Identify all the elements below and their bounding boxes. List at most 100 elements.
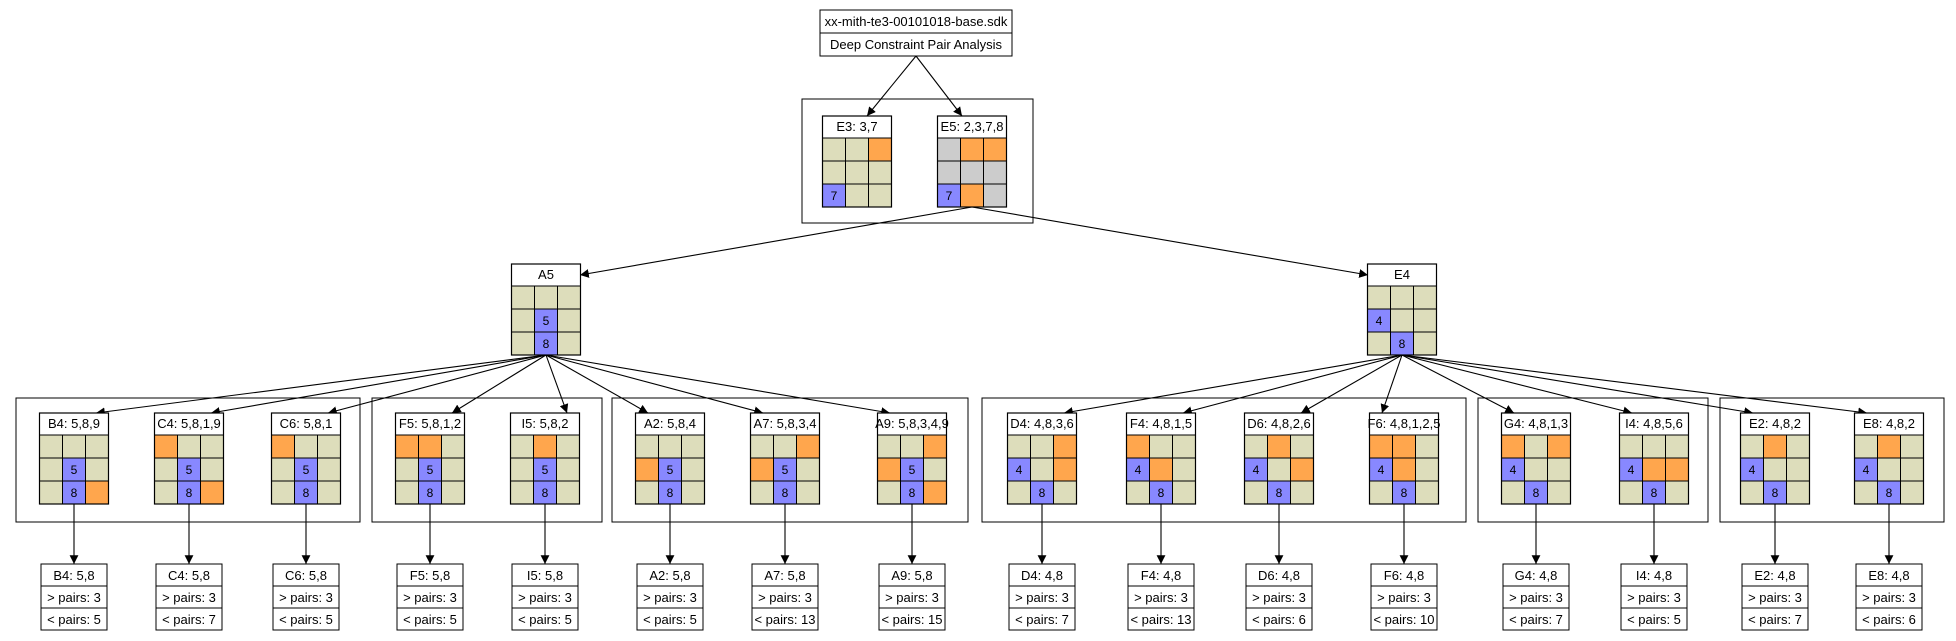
grid-cell	[200, 480, 224, 505]
cluster-e-top	[801, 98, 1034, 224]
leaf-node: A2: 5,8,458	[634, 412, 706, 505]
grid-cell	[1900, 457, 1924, 482]
grid-cell-number: 4	[1628, 463, 1635, 477]
node-frame	[1125, 412, 1197, 505]
node-label: A2: 5,8,4	[644, 416, 696, 431]
cluster-f5-i5	[371, 397, 603, 523]
edge-arrow	[1063, 354, 1403, 416]
grid-cell	[900, 434, 924, 459]
node-frame	[270, 412, 342, 505]
result-greater-pairs: > pairs: 3	[1134, 590, 1188, 605]
grid-cell	[1854, 480, 1878, 505]
grid-cell	[1367, 285, 1391, 310]
node-frame	[1739, 412, 1811, 505]
result-box	[751, 563, 819, 631]
file-label: xx-mith-te3-00101018-base.sdk	[825, 14, 1008, 29]
node-frame	[1368, 412, 1440, 505]
grid-cell	[923, 457, 947, 482]
node-frame	[510, 263, 582, 356]
node-label: F4: 4,8,1,5	[1130, 416, 1192, 431]
result-lesser-pairs: < pairs: 7	[162, 612, 216, 627]
grid-cell	[154, 457, 178, 482]
edge-arrow	[579, 206, 973, 278]
grid-cell	[796, 457, 820, 482]
grid-cell-number: 8	[542, 486, 549, 500]
result-node: B4: 5,8> pairs: 3< pairs: 5	[40, 563, 108, 631]
result-lesser-pairs: < pairs: 10	[1373, 612, 1434, 627]
cluster-e2-e8	[1719, 397, 1945, 523]
grid-cell-number: 5	[427, 463, 434, 477]
grid-cell-number: 7	[831, 189, 838, 203]
grid-cell	[1053, 480, 1077, 505]
grid-cell-number: 8	[1533, 486, 1540, 500]
result-title: F4: 4,8	[1141, 568, 1181, 583]
edge-arrow	[971, 206, 1369, 278]
result-title: E2: 4,8	[1754, 568, 1795, 583]
result-lesser-pairs: < pairs: 5	[279, 612, 333, 627]
clusters	[15, 98, 1945, 523]
grid-cell-number: 8	[186, 486, 193, 500]
edge-arrow	[545, 354, 569, 414]
grid-cell	[271, 457, 295, 482]
result-node: F6: 4,8> pairs: 3< pairs: 10	[1370, 563, 1438, 631]
grid-cell	[1007, 434, 1031, 459]
edges	[69, 55, 1894, 564]
grid-cell	[681, 480, 705, 505]
result-node: I5: 5,8> pairs: 3< pairs: 5	[511, 563, 579, 631]
result-box	[1741, 563, 1809, 631]
grid-cell	[85, 457, 109, 482]
leaf-node: C6: 5,8,158	[270, 412, 342, 505]
node-frame	[749, 412, 821, 505]
grid-cell	[1524, 434, 1548, 459]
result-node: E8: 4,8> pairs: 3< pairs: 6	[1855, 563, 1923, 631]
node-frame	[38, 412, 110, 505]
grid-cell	[960, 137, 984, 162]
edge-arrow	[327, 354, 547, 415]
node-frame	[509, 412, 581, 505]
grid-cell	[395, 457, 419, 482]
grid-cell	[983, 183, 1007, 208]
node-label: E3: 3,7	[836, 119, 877, 134]
top-node: E3: 3,7 7	[821, 115, 893, 208]
cluster-d4-f4-d6-f6	[981, 397, 1467, 523]
result-greater-pairs: > pairs: 3	[1509, 590, 1563, 605]
result-greater-pairs: > pairs: 3	[162, 590, 216, 605]
result-lesser-pairs: < pairs: 5	[47, 612, 101, 627]
grid-cell-number: 8	[427, 486, 434, 500]
grid-cell	[1642, 434, 1666, 459]
result-greater-pairs: > pairs: 3	[1748, 590, 1802, 605]
header-node: xx-mith-te3-00101018-base.sdk Deep Const…	[819, 9, 1013, 57]
grid-cell	[1392, 457, 1416, 482]
node-label: A7: 5,8,3,4	[754, 416, 817, 431]
node-label: B4: 5,8,9	[48, 416, 100, 431]
edge-arrow	[95, 354, 547, 417]
node-frame	[634, 412, 706, 505]
edge-arrow	[915, 55, 963, 117]
grid-cell	[1501, 480, 1525, 505]
result-box	[1620, 563, 1688, 631]
node-label: D6: 4,8,2,6	[1247, 416, 1311, 431]
grid-cell	[1900, 434, 1924, 459]
grid-cell	[845, 183, 869, 208]
node-label: I4: 4,8,5,6	[1625, 416, 1683, 431]
grid-cell	[635, 480, 659, 505]
result-box	[1245, 563, 1313, 631]
grid-cell	[1172, 457, 1196, 482]
node-frame	[936, 115, 1008, 208]
leaf-node: G4: 4,8,1,348	[1500, 412, 1572, 505]
grid-cell	[1763, 457, 1787, 482]
grid-cell	[1172, 480, 1196, 505]
result-greater-pairs: > pairs: 3	[1252, 590, 1306, 605]
grid-cell	[822, 160, 846, 185]
node-label: E8: 4,8,2	[1863, 416, 1915, 431]
grid-cell	[1007, 480, 1031, 505]
grid-cell	[1149, 457, 1173, 482]
leaf-node: C4: 5,8,1,958	[153, 412, 225, 505]
grid-cell	[1501, 434, 1525, 459]
node-label: G4: 4,8,1,3	[1504, 416, 1568, 431]
grid-cell	[1415, 480, 1439, 505]
grid-cell	[441, 457, 465, 482]
grid-cell	[796, 434, 820, 459]
result-node: G4: 4,8> pairs: 3< pairs: 7	[1502, 563, 1570, 631]
node-label: E5: 2,3,7,8	[941, 119, 1004, 134]
